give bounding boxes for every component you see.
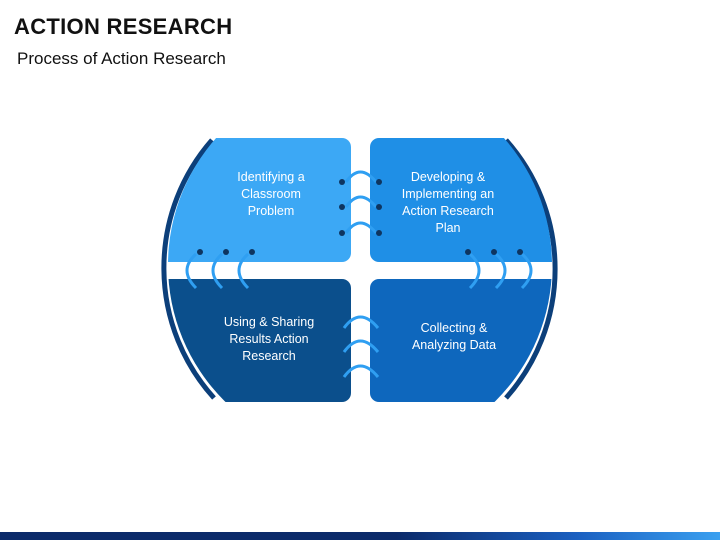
panel-developing-plan bbox=[370, 138, 552, 262]
panel-using-sharing-results bbox=[168, 279, 351, 402]
panel-identifying-problem bbox=[168, 138, 351, 262]
step-developing-implementing-plan: Developing & Implementing an Action Rese… bbox=[401, 170, 495, 235]
step-identifying-classroom-problem: Identifying a Classroom Problem bbox=[237, 170, 305, 218]
page-subtitle: Process of Action Research bbox=[17, 49, 226, 68]
left-rim-arc bbox=[161, 138, 216, 400]
footer-accent-bar bbox=[0, 532, 720, 540]
page-title: ACTION RESEARCH bbox=[14, 14, 233, 39]
step-using-sharing-results: Using & Sharing Results Action Research bbox=[223, 315, 315, 363]
binding-rings-left bbox=[185, 252, 250, 290]
binding-holes-left bbox=[197, 249, 255, 255]
binding-rings-bottom bbox=[342, 315, 380, 378]
step-collecting-analyzing-data: Collecting & Analyzing Data bbox=[411, 321, 497, 352]
binding-rings-right bbox=[468, 252, 533, 290]
binding-holes-right bbox=[465, 249, 523, 255]
binding-rings-top bbox=[344, 170, 378, 234]
binding-holes-top bbox=[339, 179, 382, 236]
right-rim-arc bbox=[504, 138, 558, 400]
